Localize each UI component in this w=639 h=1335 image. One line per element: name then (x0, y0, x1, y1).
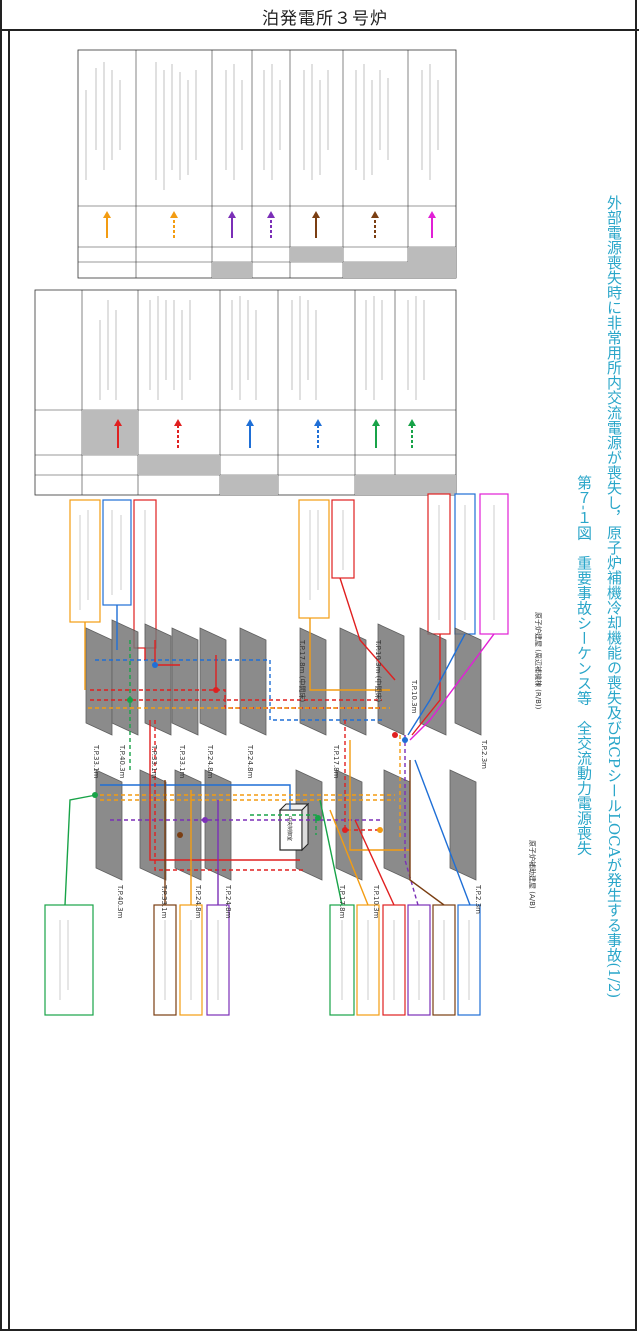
floor-label: T.P.17.8m (332, 744, 340, 779)
floor-label: T.P.40.3m (118, 744, 126, 779)
floor-label: T.P.10.3m (372, 884, 380, 919)
building-label-upper: 原子炉建屋 (周辺補機棟 (R/B)) (534, 612, 543, 710)
access-routes (64, 577, 495, 906)
floor-label: T.P.33.1m (178, 744, 186, 779)
floor-labels-upper: T.P.33.1m T.P.40.3m T.P.33.1m T.P.33.1m … (92, 639, 488, 779)
floor-label: T.P.24.8m (206, 744, 214, 779)
annotation-boxes-upper (69, 493, 509, 649)
plant-title: 泊発電所３号炉 (262, 9, 388, 29)
figure-caption-line2: 外部電源喪失時に非常用所内交流電源が喪失し，原子炉補機冷却機能の喪失及びRCPシ… (605, 195, 623, 999)
annotation-boxes-lower (44, 904, 481, 1016)
floor-label: T.P.33.1m (150, 744, 158, 779)
floor-label: T.P.33.1m (160, 884, 168, 919)
floor-label: T.P.2.3m (474, 884, 482, 914)
floor-label: T.P.17.8m (338, 884, 346, 919)
building-label-lower: 原子炉補助建屋 (A/B) (528, 840, 537, 909)
floor-label: T.P.40.3m (116, 884, 124, 919)
central-box-label: 中央制御室 (286, 816, 293, 841)
floor-label: T.P.24.8m (224, 884, 232, 919)
floor-planes-lower (95, 769, 477, 881)
floor-label: T.P.17.8m (中間床) (298, 639, 307, 702)
route-markers (92, 662, 408, 838)
floor-label: T.P.24.8m (246, 744, 254, 779)
floor-label: T.P.33.1m (92, 744, 100, 779)
floor-labels-lower: T.P.40.3m T.P.33.1m T.P.24.8m T.P.24.8m … (116, 884, 482, 919)
operation-table-upper (77, 49, 457, 279)
figure-caption-line1: 第７-１図 重要事故シーケンス等 全交流動力電源喪失 (575, 475, 593, 856)
floor-planes-upper (85, 619, 482, 736)
left-column-divider (8, 31, 10, 1331)
floor-label: T.P.10.3m (中間床) (374, 639, 383, 702)
header-row (0, 0, 639, 31)
floor-label: T.P.24.8m (194, 884, 202, 919)
operation-table-lower (34, 289, 457, 496)
floor-label: T.P.10.3m (410, 679, 418, 714)
floor-label: T.P.2.3m (480, 739, 488, 769)
central-control-room (278, 802, 310, 852)
